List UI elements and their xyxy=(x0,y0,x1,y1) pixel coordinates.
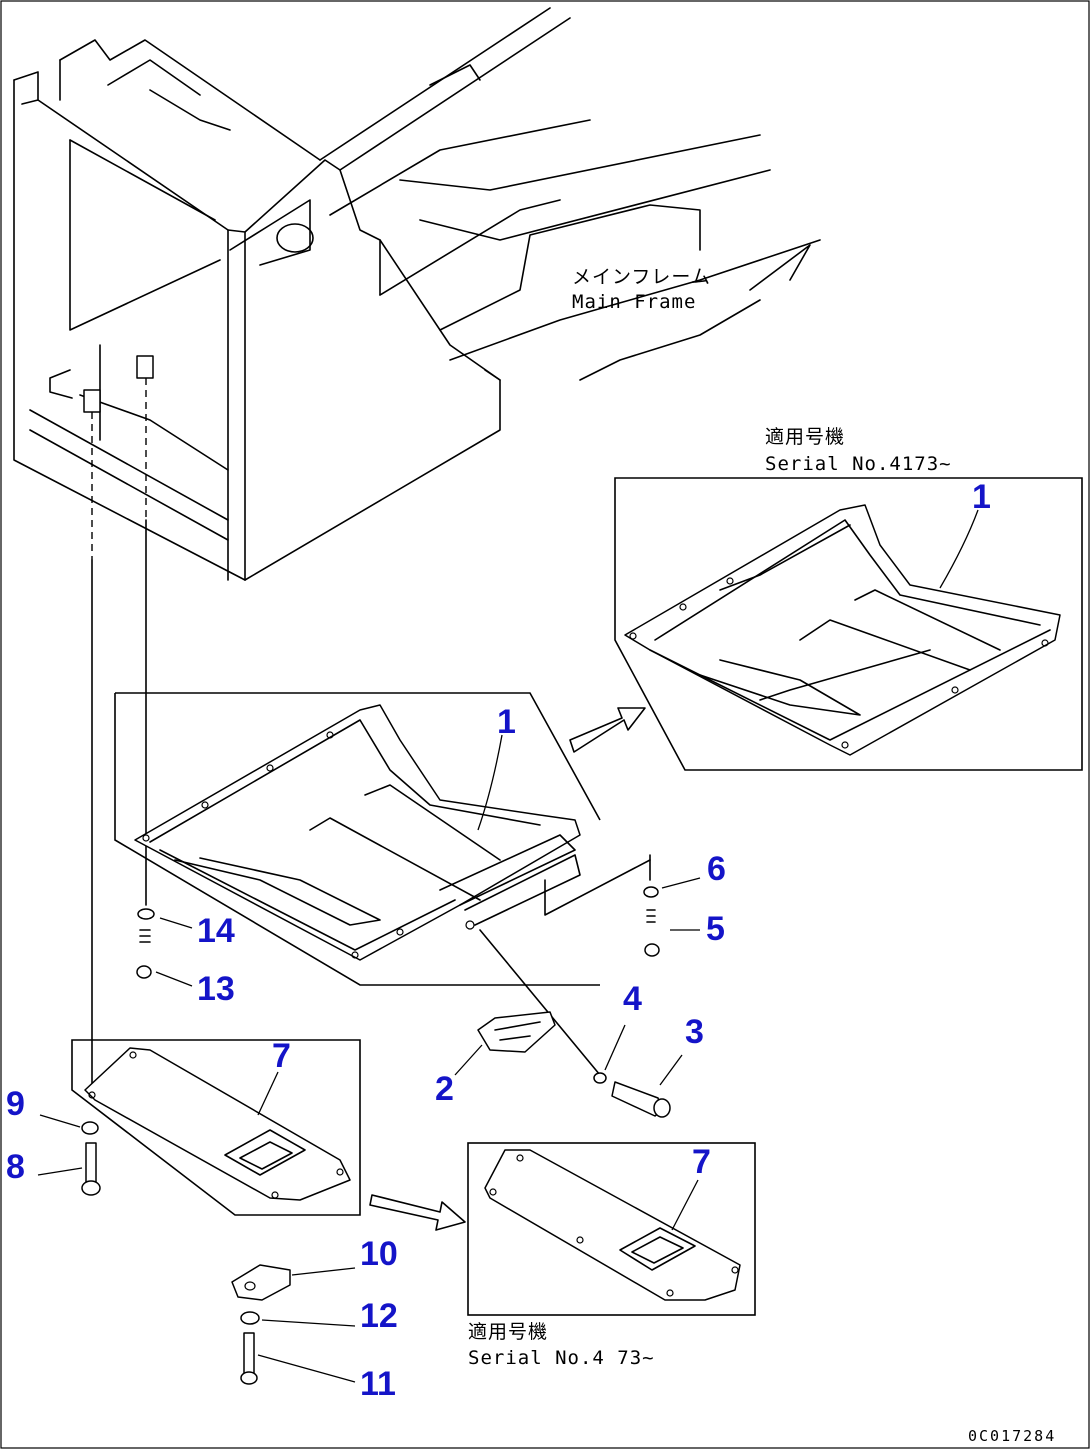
serial-top-jp-label: 適用号機 xyxy=(765,426,845,448)
frame-connection-lines xyxy=(91,378,147,1091)
bolt-11 xyxy=(240,1332,258,1385)
callout-7-right: 7 xyxy=(692,1143,711,1181)
callout-3: 3 xyxy=(685,1013,704,1051)
detail-box-lower-left xyxy=(71,1039,361,1216)
callout-10: 10 xyxy=(360,1235,398,1273)
callout-1-top: 1 xyxy=(972,478,991,516)
washer-4 xyxy=(593,1072,607,1084)
callout-12: 12 xyxy=(360,1297,398,1335)
plate-10 xyxy=(231,1264,291,1301)
washer-12 xyxy=(240,1311,260,1325)
mid-box-bottom xyxy=(114,693,600,986)
bolt-3 xyxy=(611,1081,671,1118)
callout-4: 4 xyxy=(623,980,642,1018)
detail-box-top-right xyxy=(614,477,1083,771)
callout-6: 6 xyxy=(707,850,726,888)
callout-14: 14 xyxy=(197,912,235,950)
callout-2: 2 xyxy=(435,1070,454,1108)
washer-13 xyxy=(136,965,152,979)
cover-7-right xyxy=(484,1149,741,1301)
hinge-bracket xyxy=(544,859,651,916)
bolt-8 xyxy=(81,1142,101,1196)
under-cover-detail-top xyxy=(624,504,1061,756)
leader-1-top xyxy=(939,509,979,589)
latch-2 xyxy=(477,1011,556,1053)
washer-9 xyxy=(81,1121,99,1135)
callout-1-mid: 1 xyxy=(497,703,516,741)
bolt-14 xyxy=(137,908,155,920)
hinge-pin-line xyxy=(479,929,601,1076)
spring-5 xyxy=(646,909,656,923)
main-frame-en-label: Main Frame xyxy=(572,291,696,313)
washer-6 xyxy=(643,886,659,898)
serial-bottom-jp-label: 適用号機 xyxy=(468,1321,548,1343)
callout-9: 9 xyxy=(6,1085,25,1123)
arrow-to-top-detail xyxy=(569,707,646,753)
under-cover-main xyxy=(134,704,581,961)
serial-top-en-label: Serial No.4173~ xyxy=(765,453,952,475)
serial-bottom-en-label: Serial No.4 73~ xyxy=(468,1347,655,1369)
callout-8: 8 xyxy=(6,1148,25,1186)
leader-1-mid xyxy=(477,734,503,831)
callout-5: 5 xyxy=(706,910,725,948)
main-frame-drawing xyxy=(13,7,821,581)
main-frame-jp-label: メインフレーム xyxy=(572,266,711,288)
mid-box-top xyxy=(115,692,601,821)
callout-13: 13 xyxy=(197,970,235,1008)
callout-11: 11 xyxy=(360,1365,396,1403)
arrow-to-bottom-detail xyxy=(369,1194,466,1231)
detail-box-bottom-right xyxy=(467,1142,756,1316)
cover-7-left xyxy=(84,1047,351,1201)
drawing-code: 0C017284 xyxy=(968,1427,1056,1445)
callout-7-left: 7 xyxy=(272,1037,291,1075)
